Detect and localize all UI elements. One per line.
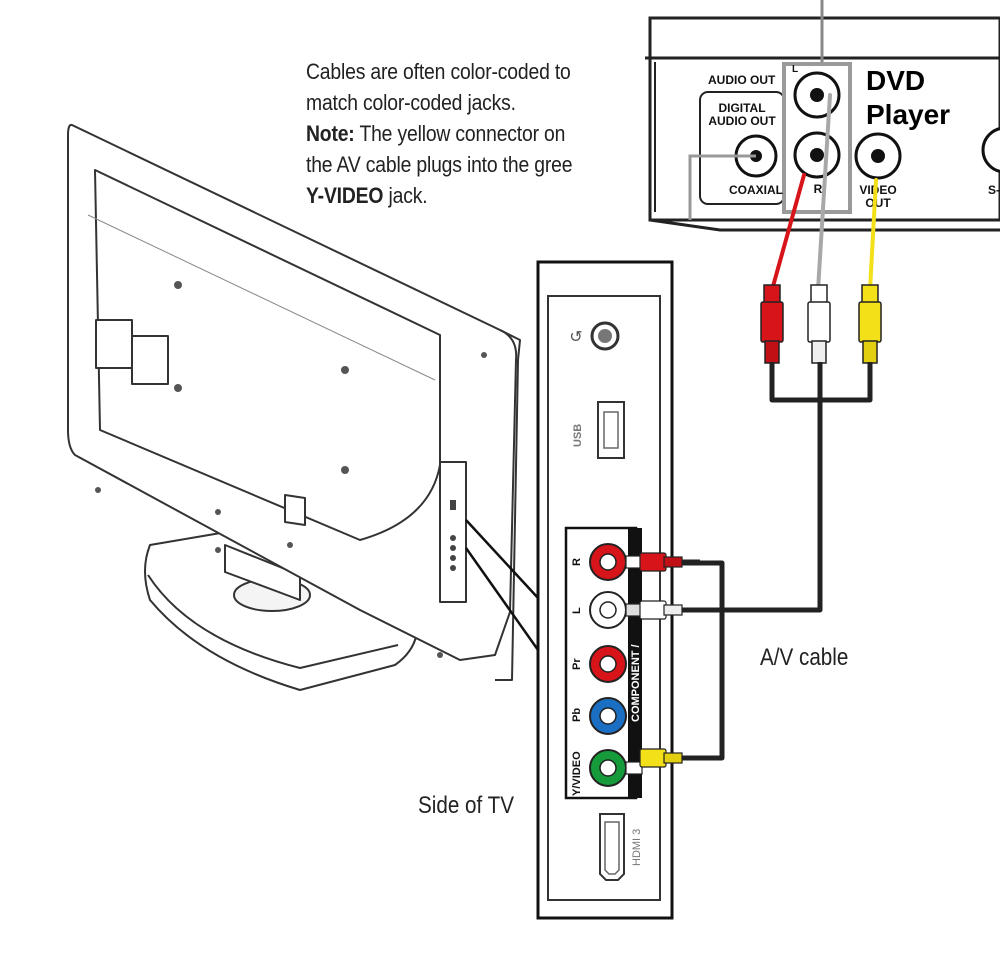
note-line-5: Y-VIDEO jack. [306, 180, 581, 211]
dvd-digital-label: DIGITAL [718, 101, 765, 115]
dvd-player-title: DVD Player [866, 64, 950, 132]
dvd-l-label: L [792, 64, 798, 75]
tv-plug-white [625, 600, 683, 620]
note-line-1: Cables are often color-coded to [306, 59, 571, 84]
usb-label: USB [572, 424, 584, 447]
rca-plug-yellow[interactable] [858, 284, 882, 364]
hdmi-port[interactable] [599, 813, 625, 881]
component-label: COMPONENT / [630, 644, 642, 722]
instruction-note: Cables are often color-coded to match co… [306, 56, 581, 211]
dvd-coaxial-label: COAXIAL [729, 183, 783, 197]
rca-plug-white[interactable] [807, 284, 831, 364]
tv-pb-label: Pb [571, 708, 583, 722]
note-line-4: the AV cable plugs into the gree [306, 152, 573, 177]
tv-plug-yellow [625, 748, 683, 775]
note-line-2: match color-coded jacks. [306, 90, 516, 115]
dvd-title-line-1: DVD [866, 65, 926, 96]
tv-plug-red [625, 552, 683, 572]
s-video-jack[interactable] [981, 127, 1000, 173]
dvd-video-out-label-2: OUT [865, 196, 891, 210]
tv-l-label: L [571, 607, 583, 614]
note-line-3: Note: The yellow connector on [306, 118, 581, 149]
note-label: Note: [306, 121, 355, 146]
tv-side-panel: ↺ USB COMPONENT / R L Pr Pb Y/VIDEO HDMI… [536, 260, 674, 920]
dvd-r-label: R [814, 182, 823, 196]
dvd-digital-label-2: AUDIO OUT [708, 114, 776, 128]
headphone-icon: ↺ [569, 329, 582, 346]
av-cable-branch [680, 560, 725, 761]
dvd-title-line-2: Player [866, 99, 951, 130]
rca-plug-red[interactable] [760, 284, 784, 364]
tv-pr-label: Pr [571, 658, 583, 670]
y-video-label: Y-VIDEO [306, 183, 384, 208]
dvd-audio-out-label: AUDIO OUT [708, 73, 776, 87]
dvd-s-video-label: S- [988, 183, 1000, 197]
av-cable-label: A/V cable [760, 644, 849, 671]
tv-r-label: R [571, 558, 583, 566]
tv-y-video-label: Y/VIDEO [571, 751, 583, 796]
av-cable [636, 362, 873, 613]
hdmi-label: HDMI 3 [631, 829, 643, 866]
note-line-3-rest: The yellow connector on [354, 121, 566, 146]
dvd-video-out-label: VIDEO [859, 183, 896, 197]
dvd-cables [770, 93, 878, 292]
tv-illustration [67, 123, 540, 691]
side-of-tv-label: Side of TV [418, 792, 514, 819]
note-line-5-rest: jack. [383, 183, 428, 208]
